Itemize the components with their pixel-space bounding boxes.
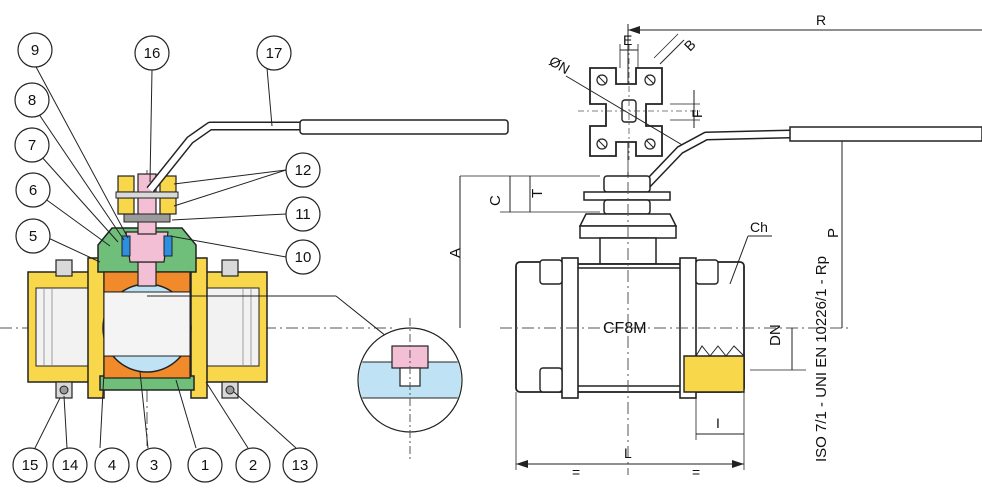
dim-C: C	[487, 195, 504, 206]
packing-left	[121, 235, 131, 257]
dim-eq-right: =	[692, 464, 700, 480]
callout-9	[17, 32, 53, 68]
nut-mid-right	[159, 197, 177, 215]
leader-16	[149, 69, 153, 183]
dim-N: ØN	[547, 53, 573, 77]
handle-bar	[147, 123, 300, 192]
callout-10	[285, 239, 321, 275]
dim-F: F	[689, 109, 705, 118]
callout-6-label: 6	[29, 182, 37, 199]
handle-grip-ext	[789, 126, 982, 142]
callout-1-label: 1	[201, 457, 209, 474]
dim-R: R	[816, 12, 826, 28]
leader-12a	[173, 169, 287, 185]
section-view: 9 8 7 6 5 16 17 12 11 10 15 14 4 3 1 2 1…	[0, 32, 509, 483]
leader-13	[233, 391, 297, 449]
leader-11	[171, 213, 287, 221]
leader-9	[34, 64, 129, 239]
leader-15	[29, 397, 61, 459]
handle-grip	[299, 119, 509, 135]
gland-washer	[123, 213, 171, 223]
callout-2	[235, 447, 271, 483]
callout-13-label: 13	[292, 457, 309, 474]
callout-10-label: 10	[295, 249, 312, 266]
nut-mid-left	[117, 197, 135, 215]
callout-9-label: 9	[31, 42, 39, 59]
callout-1	[187, 447, 223, 483]
callout-8-label: 8	[28, 92, 36, 109]
dim-P: P	[825, 228, 842, 238]
right-bore	[202, 287, 260, 367]
leader-14	[63, 395, 68, 449]
leader-8	[31, 103, 125, 241]
leader-10	[169, 235, 287, 258]
leader-3	[139, 371, 149, 449]
detail-leader-d	[335, 295, 387, 337]
callout-14	[52, 447, 88, 483]
nut-top-left	[117, 175, 135, 193]
bolt-top-right	[221, 259, 239, 277]
callout-7	[14, 127, 50, 163]
callout-4-label: 4	[108, 457, 116, 474]
leader-5	[43, 235, 101, 263]
callout-16	[134, 35, 170, 71]
dim-Ch: Ch	[750, 219, 768, 235]
material-label: CF8M	[603, 320, 647, 337]
callout-15-label: 15	[22, 457, 39, 474]
callout-5-label: 5	[29, 228, 37, 245]
leader-4	[99, 371, 105, 449]
leader-2	[205, 381, 249, 449]
callout-11-label: 11	[295, 206, 311, 223]
callout-17-label: 17	[266, 45, 283, 62]
callout-4	[94, 447, 130, 483]
dim-I: I	[716, 415, 720, 431]
stem-body	[125, 231, 169, 263]
standard-label: ISO 7/1 - UNI EN 10226/1 - Rp	[813, 256, 830, 462]
callout-8	[14, 82, 50, 118]
callout-3	[136, 447, 172, 483]
callout-12-label: 12	[295, 162, 312, 179]
dim-T: T	[529, 189, 546, 198]
external-view: R E B ØN F	[447, 12, 982, 480]
callout-12	[285, 152, 321, 188]
callout-5	[15, 218, 51, 254]
callout-13	[282, 447, 318, 483]
handle-plate	[115, 191, 179, 199]
dim-E: E	[623, 32, 632, 48]
callout-6	[15, 172, 51, 208]
callout-14-label: 14	[62, 457, 79, 474]
dim-A: A	[447, 248, 464, 258]
dim-B: B	[681, 36, 699, 54]
leader-1	[175, 379, 197, 449]
leader-7	[31, 145, 119, 243]
callout-11	[285, 196, 321, 232]
dim-DN: DN	[767, 324, 784, 346]
callout-3-label: 3	[150, 457, 158, 474]
callout-15	[12, 447, 48, 483]
callout-16-label: 16	[144, 45, 161, 62]
stem-tang	[137, 261, 157, 287]
leader-12b	[173, 169, 287, 207]
callout-7-label: 7	[28, 137, 36, 154]
left-bore	[35, 287, 93, 367]
bolt-top-left	[55, 259, 73, 277]
callout-2-label: 2	[249, 457, 257, 474]
packing-right	[163, 235, 173, 257]
dim-eq-left: =	[572, 464, 580, 480]
ball-bore	[103, 291, 191, 357]
dim-L: L	[624, 445, 632, 461]
leader-17	[266, 67, 273, 127]
handle-bar-ext	[633, 131, 791, 199]
cutaway-thread	[683, 355, 745, 393]
callout-17	[256, 35, 292, 71]
